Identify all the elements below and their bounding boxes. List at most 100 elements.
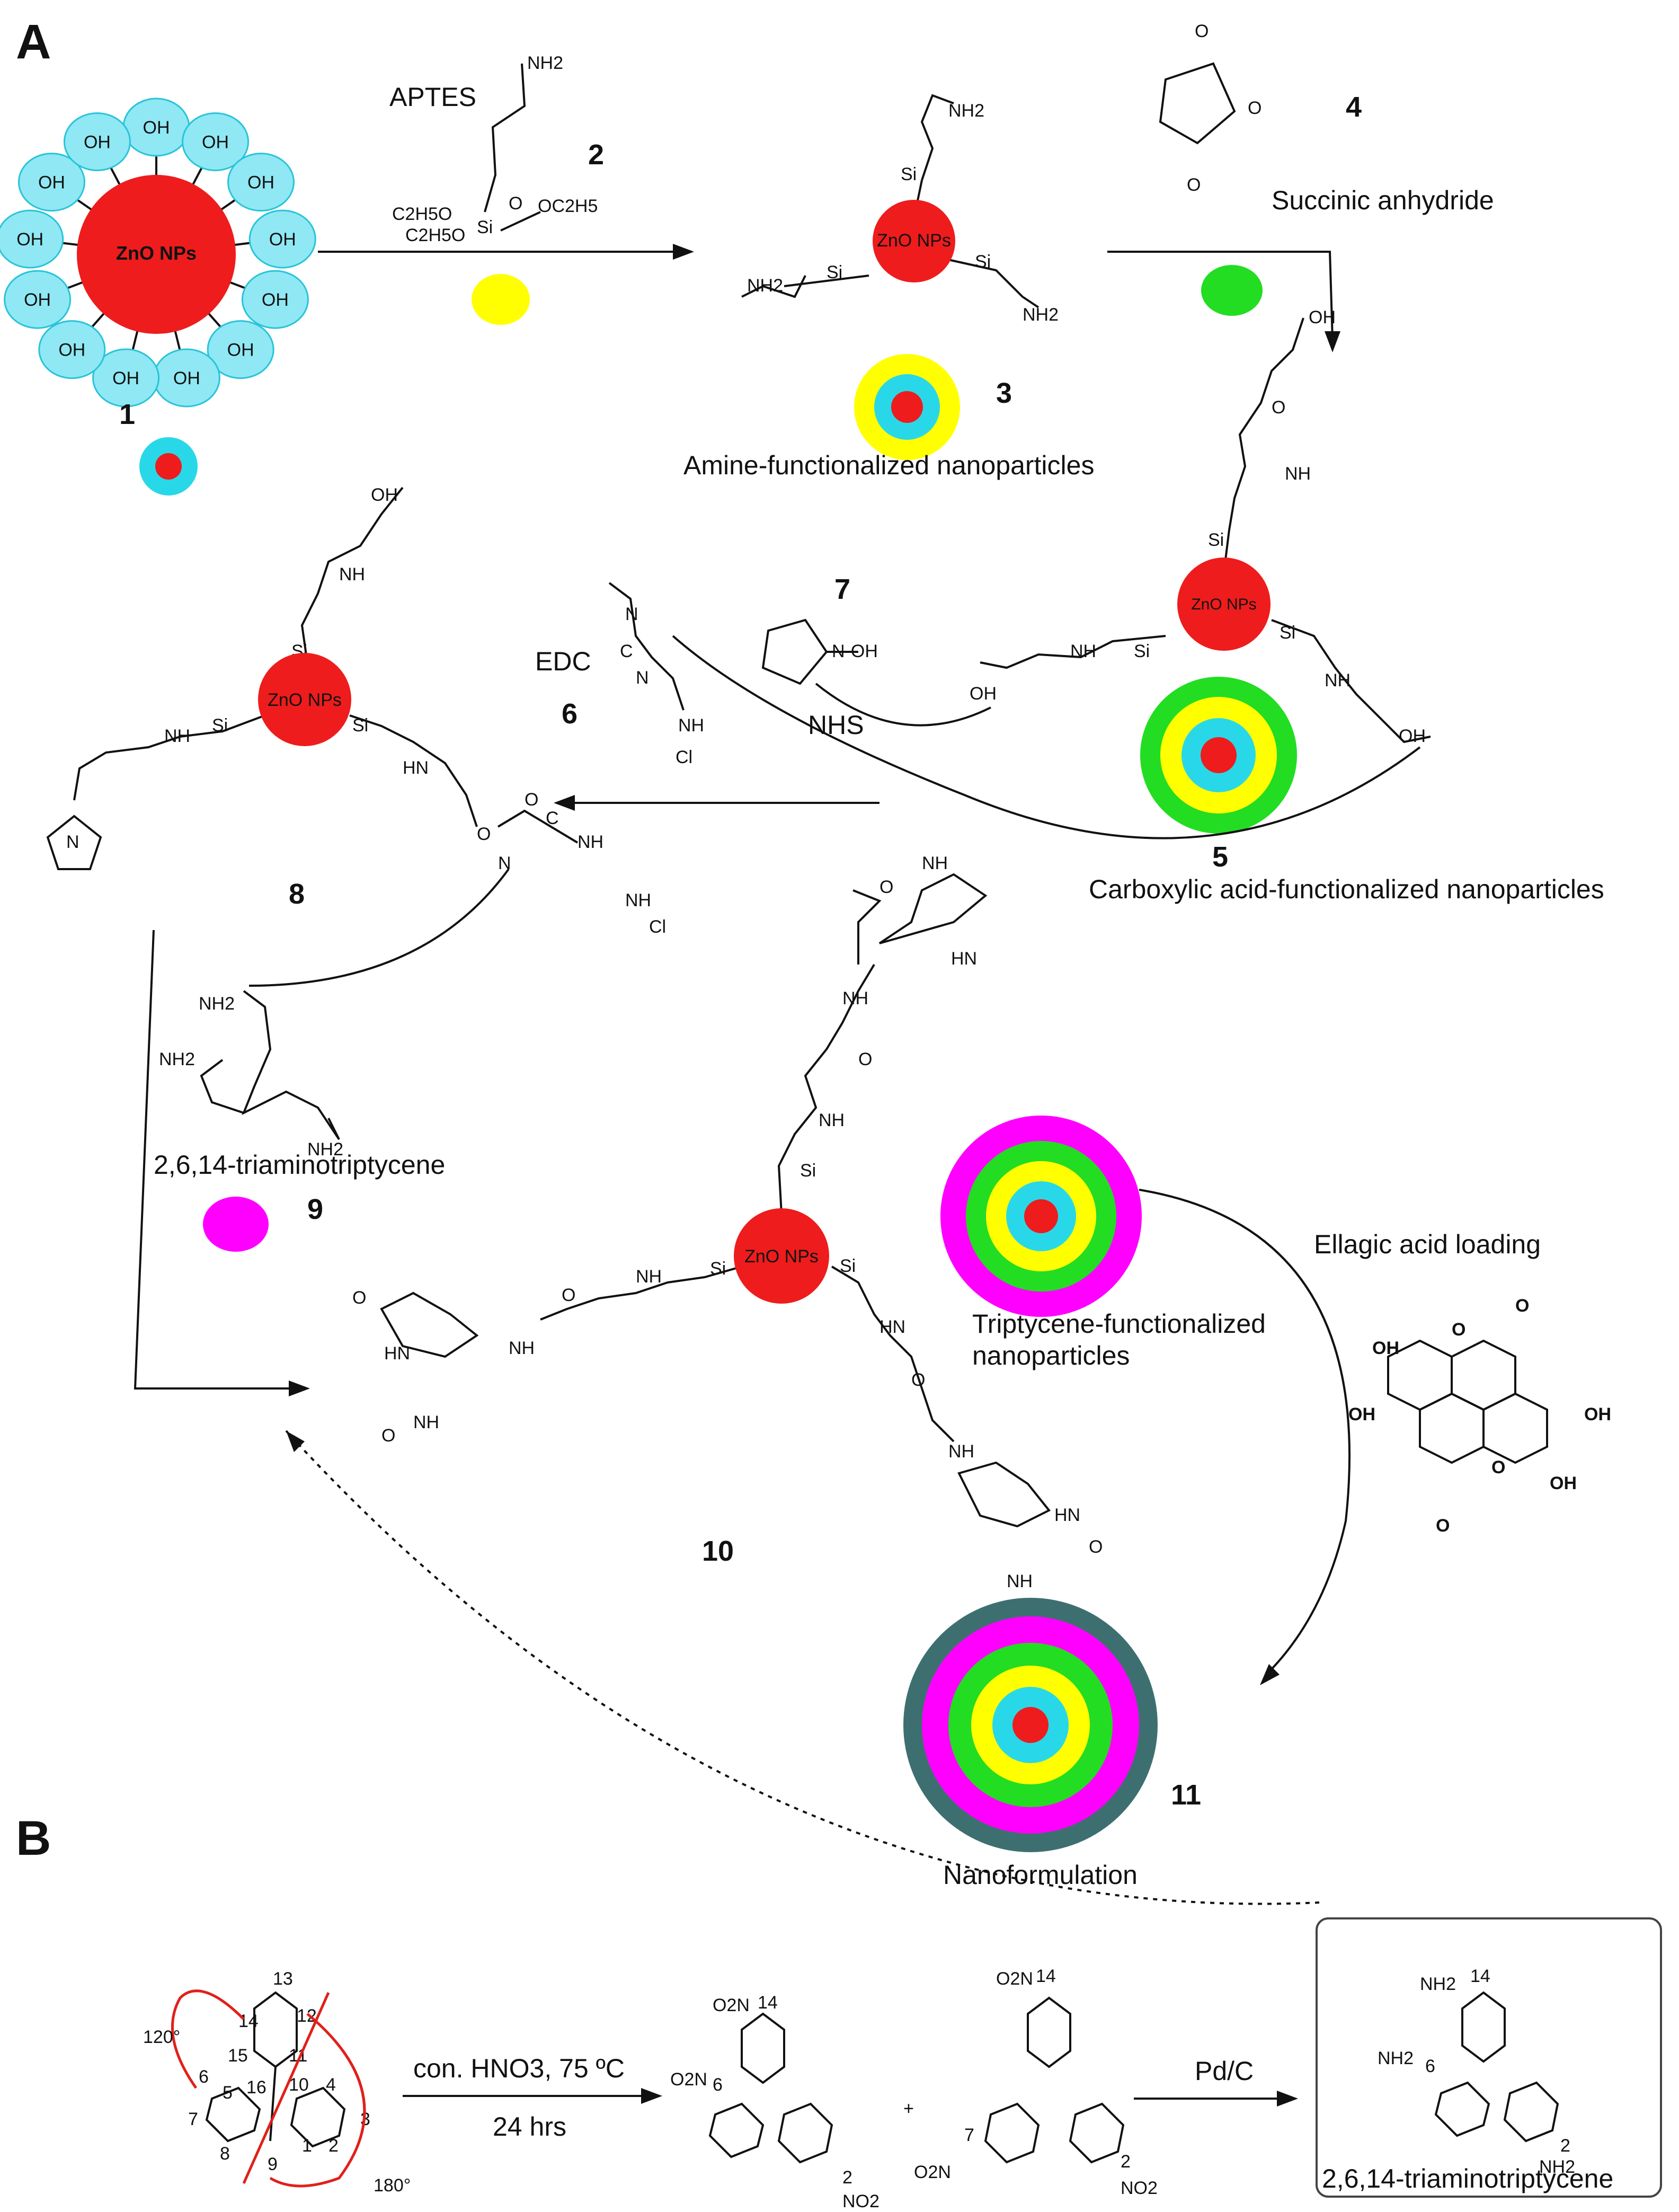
- c3-si-right: Si: [975, 252, 991, 272]
- amine-np-label: Amine-functionalized nanoparticles: [683, 450, 1094, 480]
- curved-arrow-oh-to-edc: [672, 635, 1421, 839]
- c8-o-right: O: [477, 824, 491, 844]
- c3-si-left: Si: [827, 262, 842, 282]
- label-compound-1: 1: [119, 399, 135, 430]
- c3-core-label: ZnO NPs: [877, 231, 951, 251]
- aptes-nh2: NH2: [527, 53, 563, 73]
- p2-no2-14: O2N: [996, 1969, 1033, 1989]
- prod-pos-2: 2: [1560, 2136, 1570, 2156]
- compound-9-triaminotriptycene: NH2 NH2 NH2: [159, 990, 343, 1160]
- c3-core: [873, 200, 955, 282]
- c10-core: [734, 1208, 829, 1304]
- zno-core: [77, 175, 236, 334]
- core-label: ZnO NPs: [116, 242, 197, 264]
- c10-hn-left: HN: [384, 1343, 410, 1364]
- compound-5-carboxy-np: O NH OH Si Si NH OH Si NH OH ZnO NPs: [970, 307, 1431, 746]
- ring-num-15: 15: [228, 2046, 248, 2066]
- oh-bead-label: OH: [269, 229, 296, 250]
- c10-nh-top3: NH: [922, 853, 948, 873]
- c9-nh2-right: NH2: [307, 1139, 343, 1160]
- edc-nh: NH: [678, 715, 704, 736]
- c10-hn-right: HN: [880, 1317, 905, 1337]
- reduction-catalyst: Pd/C: [1195, 2056, 1254, 2086]
- oh-bead-label: OH: [143, 118, 170, 138]
- c8-nhs-n: N: [66, 832, 79, 852]
- c5-nh-right: NH: [1325, 670, 1351, 691]
- plus-sign: +: [903, 2099, 914, 2119]
- edc-n1: N: [625, 604, 638, 624]
- sa-o-top: O: [1195, 21, 1209, 41]
- oh-bead-label: OH: [24, 290, 51, 310]
- curved-arrow-oh-to-nhs: [815, 683, 991, 727]
- c8-nh-edc: NH: [625, 890, 651, 910]
- oh-bead-label: OH: [58, 340, 85, 360]
- aptes-label: APTES: [389, 82, 476, 112]
- prod-nh2-2: NH2: [1539, 2157, 1575, 2177]
- oh-bead-label: OH: [38, 173, 65, 193]
- c5-oh-left: OH: [970, 684, 997, 704]
- c8-nh-urea: NH: [578, 832, 603, 852]
- c5-core-label: ZnO NPs: [1191, 596, 1256, 613]
- ea-oh3: OH: [1584, 1404, 1611, 1424]
- oh-bead: [92, 348, 160, 408]
- c9-nh2-top: NH2: [199, 994, 235, 1014]
- label-compound-2: 2: [588, 139, 604, 171]
- c8-si-right: Si: [352, 715, 368, 736]
- prod-nh2-6: NH2: [1378, 2048, 1414, 2068]
- ea-o2: O: [1452, 1320, 1465, 1340]
- c10-nh-left2: NH: [509, 1338, 535, 1358]
- panel-label-a: A: [16, 15, 51, 69]
- oh-bead-label: OH: [84, 132, 111, 152]
- edc-structure: N C N NH Cl: [608, 582, 704, 767]
- c8-nh-left: NH: [164, 726, 190, 746]
- c10-nh-top: NH: [819, 1110, 845, 1130]
- c8-core: [258, 653, 351, 746]
- c8-core-label: ZnO NPs: [268, 690, 342, 710]
- oh-bead: [248, 209, 316, 269]
- carboxy-np-label: Carboxylic acid-functionalized nanoparti…: [1089, 874, 1604, 904]
- panel-label-b: B: [16, 1811, 51, 1865]
- label-compound-11: 11: [1171, 1779, 1201, 1811]
- p1-pos-2: 2: [842, 2167, 852, 2188]
- p2-no2-2: NO2: [1121, 2178, 1158, 2198]
- c8-n-urea: N: [498, 853, 511, 873]
- ring-num-14: 14: [238, 2011, 259, 2031]
- legend-magenta-triptycene: [203, 1197, 269, 1252]
- ring-num-7: 7: [188, 2109, 198, 2129]
- angle-120-label: 120°: [143, 2027, 180, 2047]
- oh-bead: [38, 320, 106, 379]
- c10-core-label: ZnO NPs: [744, 1246, 819, 1267]
- legend-particle-10: [940, 1116, 1142, 1317]
- c3-si-top: Si: [901, 164, 917, 184]
- aptes-oc2h5: OC2H5: [538, 196, 598, 216]
- sa-o-bottom: O: [1187, 175, 1201, 195]
- c10-nh-right3: NH: [1007, 1571, 1033, 1591]
- ring-num-8: 8: [220, 2144, 230, 2164]
- c3-nh2-left: NH2: [747, 276, 783, 296]
- c10-o-left3: O: [381, 1426, 395, 1446]
- label-compound-9: 9: [307, 1193, 323, 1225]
- c3-nh2-right: NH2: [1023, 305, 1059, 325]
- prod-pos-6: 6: [1425, 2056, 1435, 2076]
- aptes-o1: O: [509, 193, 522, 214]
- angle-180-label: 180°: [374, 2175, 411, 2196]
- ring-num-10: 10: [289, 2075, 309, 2095]
- legend-particle-5: [1140, 677, 1297, 834]
- c8-hn-right: HN: [403, 758, 429, 778]
- trip-np-label-2: nanoparticles: [972, 1341, 1130, 1370]
- compound-3-amine-np: NH2 Si NH2 Si Si NH2 ZnO NPs: [741, 94, 1059, 325]
- oh-bead-label: OH: [262, 290, 289, 310]
- c10-o-top3: O: [880, 877, 893, 897]
- nhs-n-oh: N-OH: [832, 641, 878, 661]
- edc-n2: N: [636, 668, 649, 688]
- prod-nh2-14: NH2: [1420, 1974, 1456, 1994]
- c10-nh-left3: NH: [413, 1412, 439, 1432]
- c10-o-left2: O: [352, 1288, 366, 1308]
- label-compound-3: 3: [996, 377, 1012, 409]
- legend-particle-1: [139, 437, 198, 496]
- c5-si-right: Si: [1280, 623, 1295, 643]
- c5-si-left: Si: [1134, 641, 1150, 661]
- p1-pos-6: 6: [713, 2075, 723, 2095]
- label-compound-6: 6: [562, 698, 578, 730]
